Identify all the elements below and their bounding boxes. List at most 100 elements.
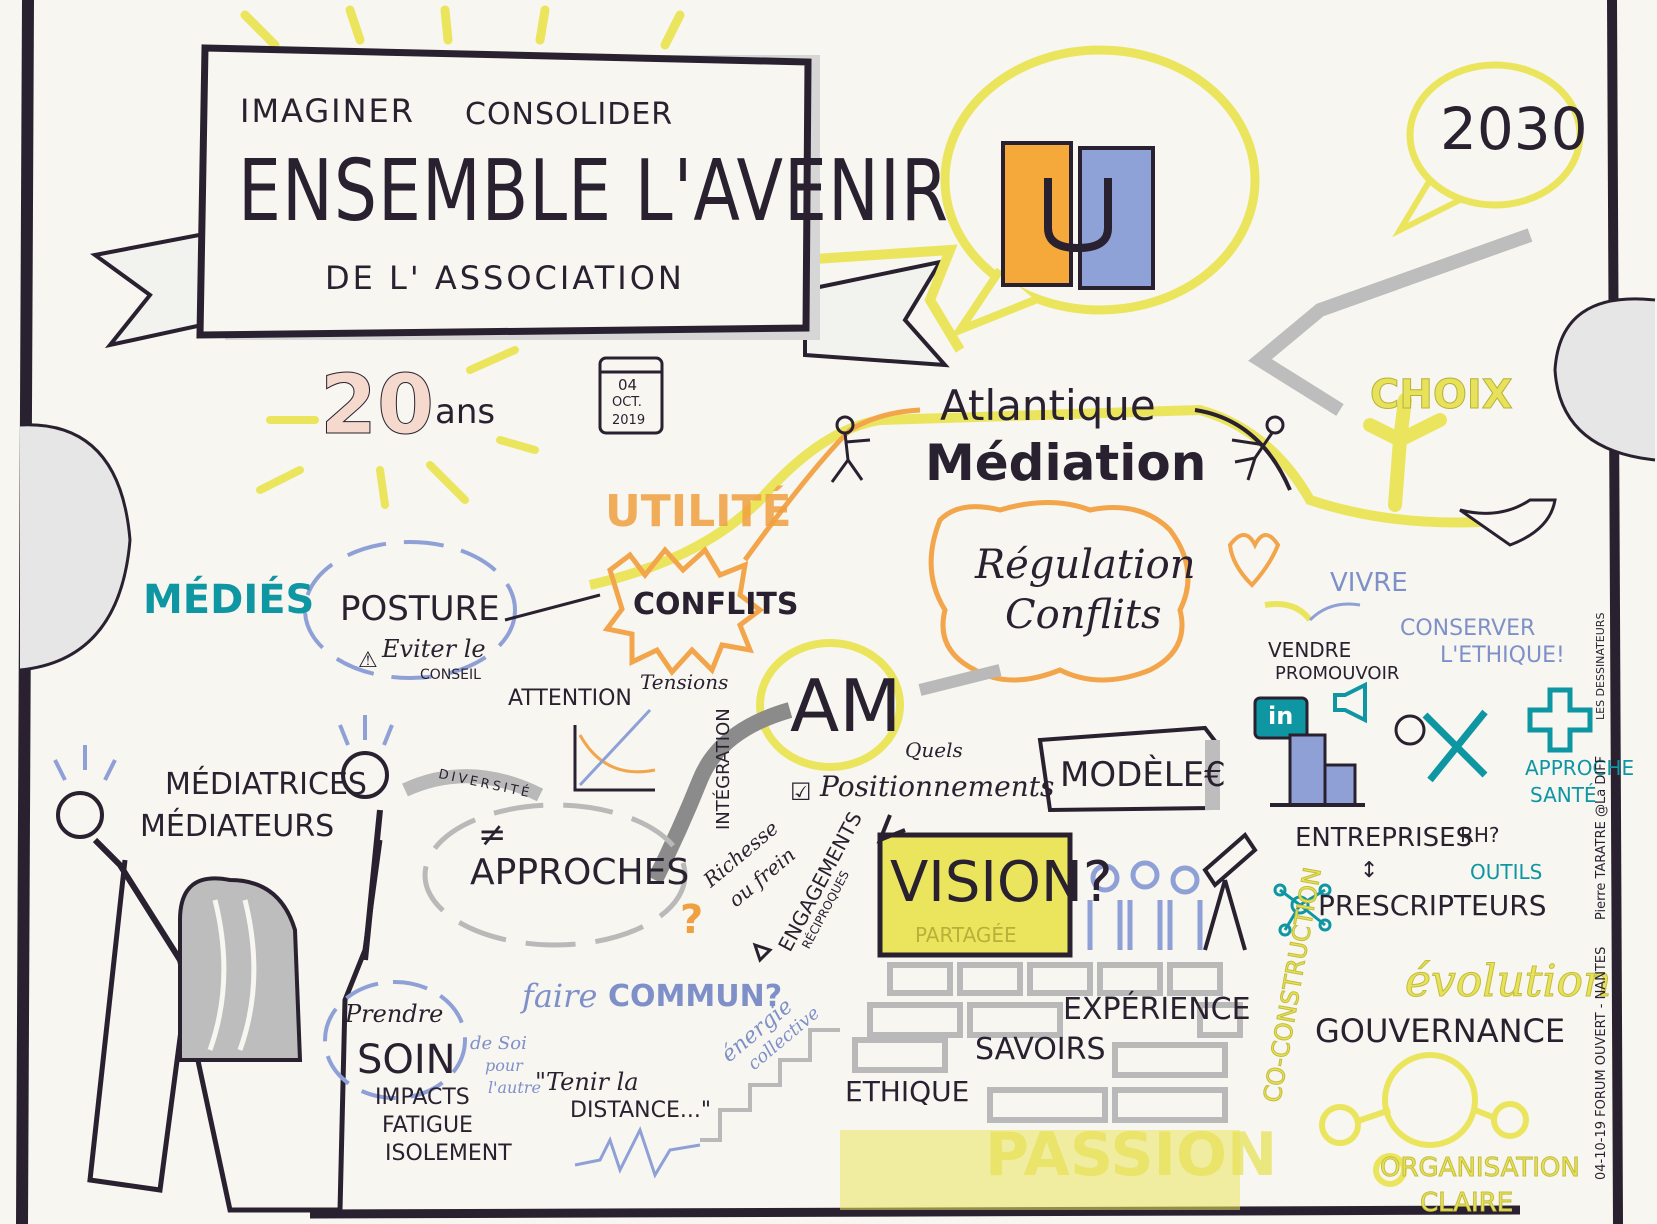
linkedin-text: in [1268,702,1294,730]
banner-title: ENSEMBLE L'AVENIR [238,142,950,242]
heartbeat-line [574,1126,701,1179]
organisation-line2: CLAIRE [1419,1188,1514,1218]
brick-wall [852,962,1243,1123]
board-edge-right [1607,0,1623,1224]
attention-label: ATTENTION [508,686,632,711]
de-soi-line1: de Soi [470,1033,527,1054]
board-edge-bottom [309,1205,1521,1219]
logo-u-shape [1044,178,1112,253]
anniversary-rays [256,346,539,509]
passion-band [840,1130,1240,1210]
partagee-label: PARTAGÉE [915,923,1017,947]
anniversary-unit: ans [435,392,496,432]
organisation-line1: ORGANISATION [1380,1153,1581,1183]
organisation-network [1319,1052,1529,1187]
ribbon-tail-right [803,259,950,368]
ribbon-yellow [799,244,965,353]
tension-chart-axes [573,725,655,792]
posture-label: POSTURE [340,589,500,629]
mediatrices-label: MÉDIATRICES [165,767,367,802]
updown-arrow-icon: ↕ [1360,858,1379,883]
prescripteurs-label: PRESCRIPTEURS [1318,889,1547,922]
eviter-line2: CONSEIL [420,667,481,683]
ethique-label: ETHIQUE [845,1075,970,1108]
calendar-icon [598,356,664,435]
calendar-day: 04 [618,376,638,394]
soin-cloud [323,980,467,1100]
regulation-cloud [928,500,1191,683]
de-soi-line3: l'autre [488,1078,541,1097]
diff-symbol: ≠ [478,815,507,855]
path-ink-right [1194,408,1292,491]
am-label: AM [790,664,902,748]
cross-out-icon [1422,709,1488,783]
choix-label: CHOIX [1370,372,1514,418]
isolement-label: ISOLEMENT [385,1141,512,1166]
conflits-label: CONFLITS [633,587,799,622]
year-2030: 2030 [1440,95,1588,163]
fatigue-label: FATIGUE [382,1113,473,1138]
medies-label: MÉDIÉS [143,577,315,623]
vision-label: VISION? [890,850,1113,915]
outils-label: OUTILS [1470,860,1543,884]
center-title-top: Atlantique [940,381,1156,430]
integration-label: INTÉGRATION [713,708,734,830]
tenir-line2: DISTANCE..." [570,1098,711,1123]
promouvoir-label: PROMOUVOIR [1275,663,1400,684]
am-bubble [756,639,904,771]
year-bubble-tail [1392,178,1462,238]
eviter-line1: Eviter le [382,635,486,663]
gouvernance-label: GOUVERNANCE [1315,1012,1566,1050]
idea-icon [1394,714,1426,746]
integration-path [647,702,793,884]
conserver-line1: CONSERVER [1400,616,1536,641]
banner-subtitle: DE L' ASSOCIATION [325,259,685,297]
logo-orange-block [1001,141,1073,287]
credit-studio: LES DESSINATEURS [1594,612,1607,720]
head-left [19,423,132,672]
health-cross-icon [1527,687,1593,753]
choix-arrows [1363,393,1447,512]
approches-cloud [422,802,688,948]
lightbulb-icon [56,791,104,839]
quels-label: Quels [905,738,963,762]
tenir-line1: "Tenir la [535,1068,639,1096]
vivre-label: VIVRE [1330,568,1408,598]
grey-zigzag [1248,228,1533,416]
approche-line1: APPROCHE [1525,756,1635,780]
regulation-line2: Conflits [1005,592,1162,638]
impacts-label: IMPACTS [375,1085,470,1110]
mediateurs-label: MÉDIATEURS [140,809,335,844]
climber-right [1231,415,1285,481]
warning-icon: ⚠ [358,648,378,673]
de-soi-line2: pour [485,1056,523,1075]
calendar-month: OCT. [612,395,642,410]
banner-imaginer: IMAGINER [240,92,415,130]
people-group [1087,860,1203,950]
vendre-label: VENDRE [1268,638,1352,662]
evolution-label: évolution [1404,956,1612,1007]
question-mark-icon: ? [680,897,704,943]
approches-label: APPROCHES [470,852,690,893]
diversite-arc [402,769,544,802]
megaphone-icon [1333,681,1367,724]
conserver-line2: L'ETHIQUE! [1440,643,1565,668]
utilite-label: UTILITÉ [605,486,792,537]
checkbox-icon: ☑ [790,778,812,806]
soin-label: SOIN [357,1037,456,1083]
commun-label: COMMUN? [608,979,783,1014]
heart-icon [1227,533,1281,588]
entreprises-label: ENTREPRISES [1295,823,1473,853]
regulation-line1: Régulation [975,542,1196,588]
positionnements-label: Positionnements [820,770,1055,803]
telescope-icon [1202,831,1258,951]
center-title-bottom: Médiation [925,434,1207,492]
passion-label: PASSION [985,1120,1278,1190]
network-icon [1273,883,1332,937]
lightbulb-icon [341,751,389,799]
modele-label: MODÈLE€ [1060,755,1226,795]
head-right [1553,297,1656,462]
banner-consolider: CONSOLIDER [465,97,674,132]
